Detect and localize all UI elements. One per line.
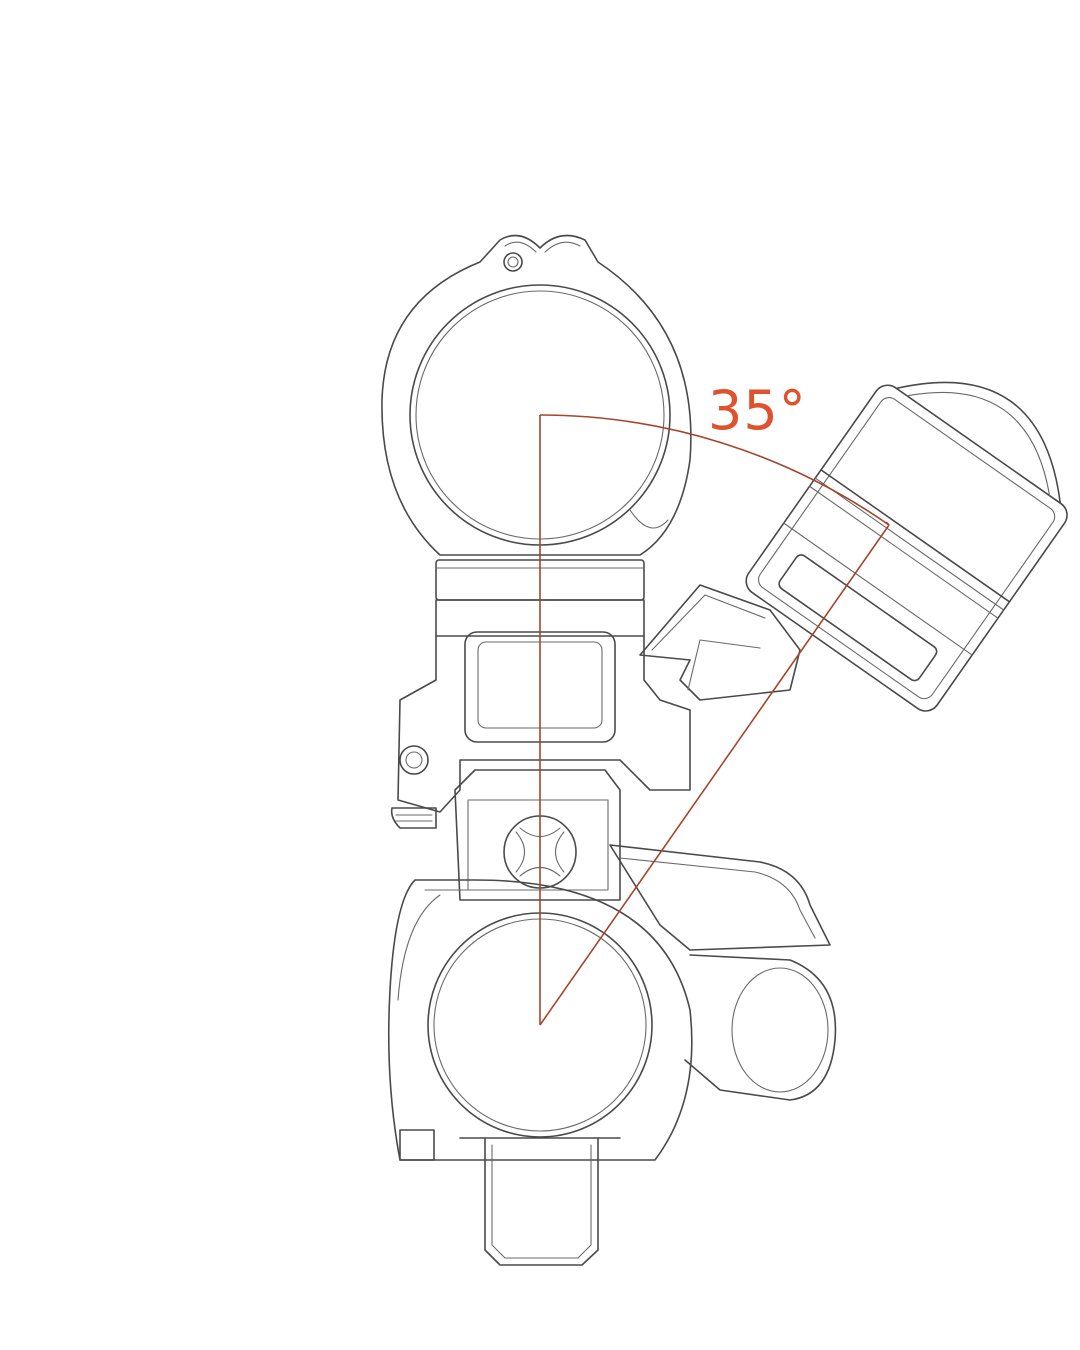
angle-label: 35° (708, 379, 807, 442)
top-ring-screw-hole (503, 252, 523, 272)
upper-clamp (390, 559, 691, 829)
rail-clamp-body (484, 1137, 599, 1266)
rail-clamp (459, 1137, 621, 1266)
release-lever (390, 807, 437, 829)
angle-arc (539, 414, 890, 526)
top-ring-outline (381, 234, 692, 556)
offset-optic (639, 381, 1068, 712)
optic-lens-hood (895, 381, 1062, 504)
optic-mount-arm (639, 584, 801, 701)
angle-indicator (539, 414, 890, 1026)
offset-angle-line (539, 524, 890, 1026)
optic-housing (745, 384, 1068, 712)
tension-screw (399, 745, 429, 775)
top-ring (381, 234, 692, 556)
lower-ring-outline (387, 879, 693, 1161)
